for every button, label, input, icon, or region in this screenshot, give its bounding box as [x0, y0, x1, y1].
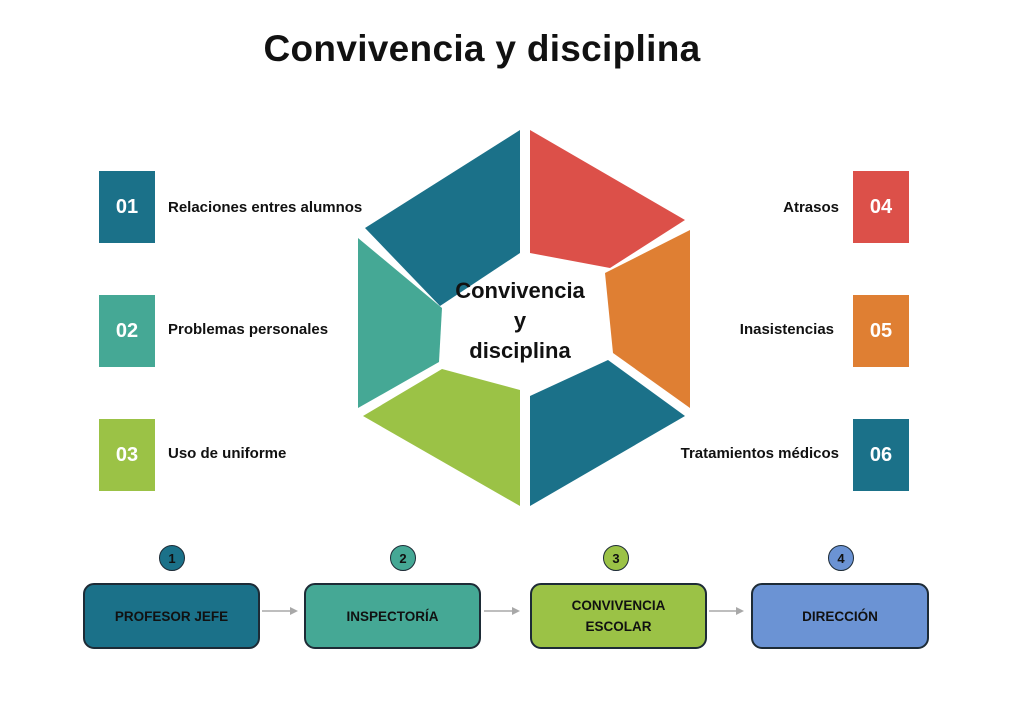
- item-label-03: Uso de uniforme: [168, 445, 287, 462]
- item-label-06: Tratamientos médicos: [680, 445, 839, 462]
- hex-segment-05: [605, 230, 690, 408]
- hexagon-center-label: Convivencia y disciplina: [440, 276, 600, 366]
- item-label-04: Atrasos: [783, 199, 839, 216]
- item-number-02: 02: [99, 295, 155, 367]
- hex-segment-04: [530, 130, 685, 268]
- flow-arrow-1-2: [262, 607, 298, 615]
- item-label-02: Problemas personales: [168, 321, 329, 338]
- step-box-inspectoria: INSPECTORÍA: [304, 583, 481, 649]
- hex-segment-01: [365, 130, 520, 306]
- step-box-convivencia-escolar: CONVIVENCIA ESCOLAR: [530, 583, 707, 649]
- step-box-profesor-jefe: PROFESOR JEFE: [83, 583, 260, 649]
- step-number-3: 3: [603, 545, 629, 571]
- step-number-4: 4: [828, 545, 854, 571]
- item-number-06: 06: [853, 419, 909, 491]
- hex-segment-03: [363, 369, 520, 506]
- center-line-3: disciplina: [469, 338, 571, 363]
- step-box-direccion: DIRECCIÓN: [751, 583, 929, 649]
- item-label-05: Inasistencias: [739, 321, 834, 338]
- step-number-1: 1: [159, 545, 185, 571]
- item-number-04: 04: [853, 171, 909, 243]
- step-number-2: 2: [390, 545, 416, 571]
- flow-arrow-3-4: [709, 607, 744, 615]
- page-title: Convivencia y disciplina: [263, 28, 701, 69]
- item-number-03: 03: [99, 419, 155, 491]
- hex-segment-02: [358, 238, 442, 408]
- item-number-01: 01: [99, 171, 155, 243]
- center-line-2: y: [513, 308, 527, 333]
- center-line-1: Convivencia: [455, 278, 585, 303]
- flow-arrow-2-3: [484, 607, 520, 615]
- hex-segment-06: [530, 360, 685, 506]
- item-number-05: 05: [853, 295, 909, 367]
- item-label-01: Relaciones entres alumnos: [168, 199, 363, 216]
- hexagon-diagram: [358, 130, 690, 506]
